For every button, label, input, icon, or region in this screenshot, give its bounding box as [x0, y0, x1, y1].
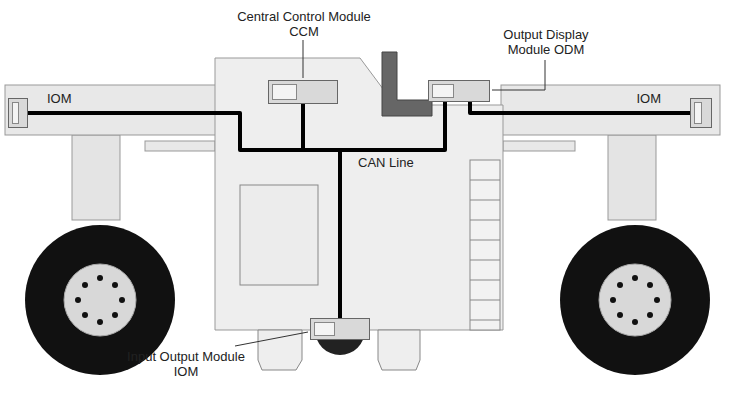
module-label: IOM — [636, 91, 661, 106]
module-label: Output Display Module ODM — [491, 27, 601, 57]
bus-label: CAN Line — [358, 155, 414, 170]
can-line — [28, 104, 303, 150]
module-detail — [432, 84, 454, 98]
io-module: IOM — [8, 98, 28, 128]
can-line — [303, 102, 445, 150]
io-module: IOM — [690, 98, 712, 128]
module-detail — [694, 102, 702, 124]
can-line — [303, 104, 340, 318]
module-label: IOM — [47, 91, 72, 106]
module-detail — [272, 84, 297, 100]
display-module: Output Display Module ODM — [428, 80, 490, 102]
module-label: Input Output Module IOM — [116, 349, 256, 379]
module-detail — [314, 322, 335, 336]
control-module: Central Control Module CCM — [268, 80, 338, 104]
module-label: Central Control Module CCM — [229, 9, 379, 39]
module-detail — [12, 102, 19, 124]
io-module: Input Output Module IOM — [310, 318, 370, 340]
